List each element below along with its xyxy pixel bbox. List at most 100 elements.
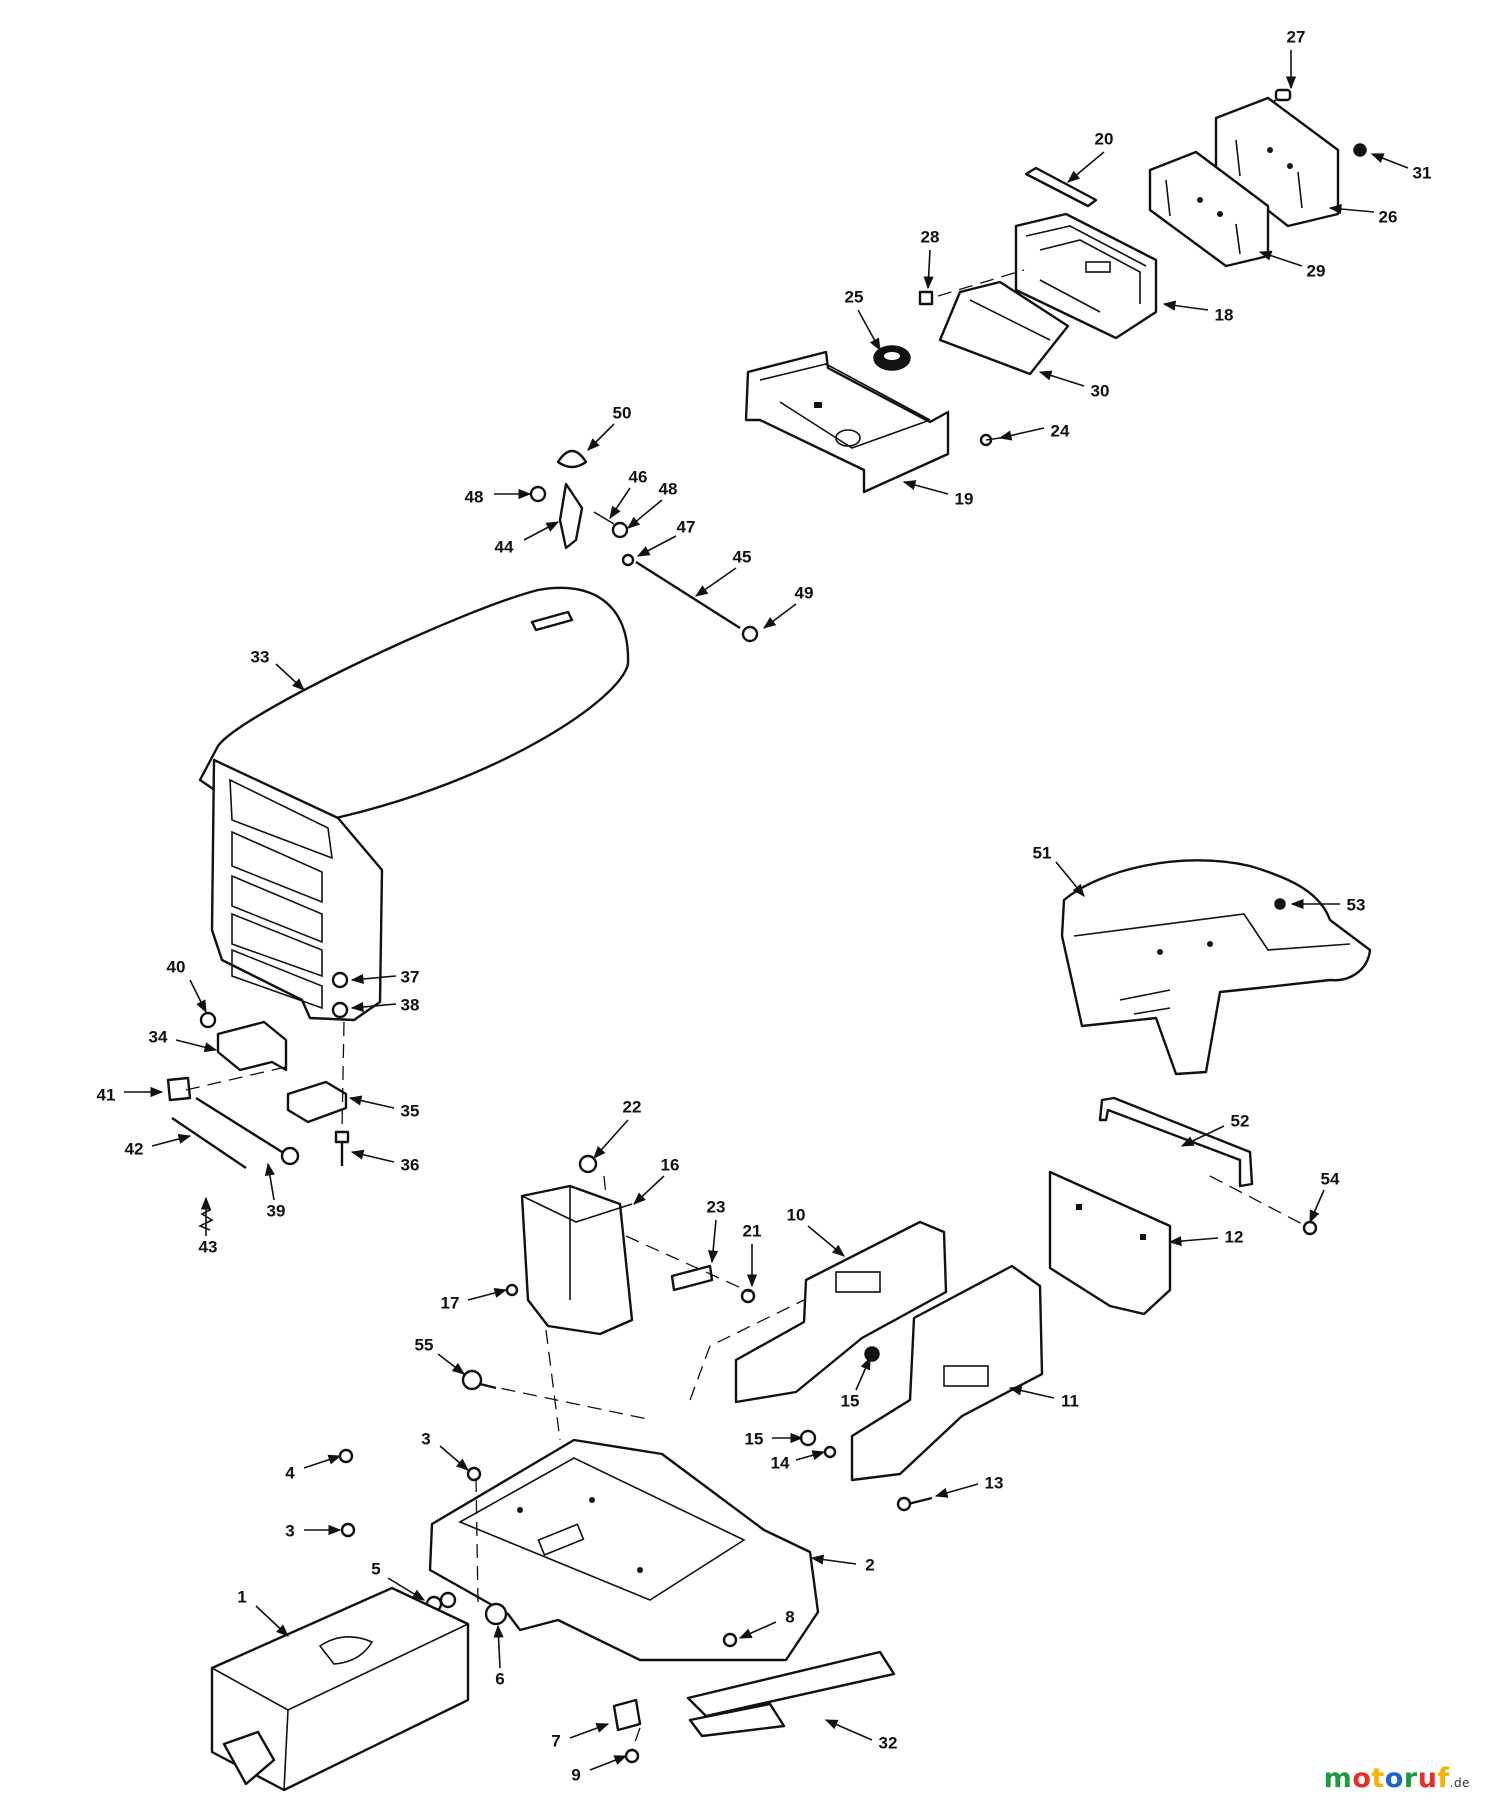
callout-c54: 54	[1309, 1169, 1340, 1224]
callout-number: 3	[421, 1429, 430, 1448]
callout-arrow	[855, 1356, 871, 1391]
callout-arrow	[493, 1624, 504, 1669]
callout-c15a: 15	[841, 1356, 871, 1410]
callout-arrow	[824, 1719, 873, 1741]
callout-arrow	[189, 979, 207, 1014]
part-45-shaft	[635, 560, 741, 630]
callout-c43: 43	[199, 1196, 218, 1256]
callout-c22: 22	[593, 1097, 641, 1159]
callout-number: 24	[1051, 421, 1070, 440]
part-15-nut-b	[799, 1429, 817, 1447]
part-7-clip	[612, 1698, 642, 1732]
callout-arrow	[636, 535, 677, 557]
callout-c30: 30	[1038, 370, 1109, 400]
callout-c1: 1	[237, 1587, 289, 1637]
callout-number: 53	[1347, 895, 1366, 914]
callout-c4: 4	[285, 1454, 342, 1482]
callout-number: 55	[415, 1335, 434, 1354]
callout-number: 49	[795, 583, 814, 602]
callout-number: 3	[285, 1521, 294, 1540]
callout-c3a: 3	[421, 1429, 469, 1471]
motoruf-watermark: motoruf.de	[1324, 1763, 1470, 1794]
callout-c35: 35	[348, 1095, 419, 1120]
callout-arrow	[350, 1149, 395, 1163]
callout-number: 37	[401, 967, 420, 986]
callout-arrow	[902, 480, 949, 495]
callout-arrow	[738, 1621, 777, 1639]
callout-number: 7	[551, 1731, 560, 1750]
callout-arrow	[633, 1175, 665, 1205]
callout-number: 42	[125, 1139, 144, 1158]
callout-number: 28	[921, 227, 940, 246]
part-1-console	[210, 1586, 470, 1792]
callout-c27: 27	[1285, 27, 1305, 90]
part-16-bracket	[520, 1184, 634, 1336]
part-48-collar-a	[529, 485, 547, 503]
callout-arrow	[923, 249, 934, 290]
callout-number: 15	[745, 1429, 764, 1448]
callout-c21: 21	[743, 1221, 761, 1288]
callout-arrow	[1370, 153, 1409, 169]
callout-number: 48	[465, 487, 484, 506]
watermark-letter: o	[1384, 1763, 1404, 1794]
callout-arrow	[467, 1287, 508, 1301]
callout-c46: 46	[609, 467, 648, 520]
callout-number: 26	[1379, 207, 1398, 226]
callout-c20: 20	[1067, 129, 1113, 183]
part-54-screw	[1302, 1220, 1318, 1236]
callout-number: 47	[677, 517, 696, 536]
callout-number: 8	[785, 1607, 794, 1626]
part-4-bolt	[338, 1448, 354, 1464]
callout-number: 38	[401, 995, 420, 1014]
part-17-screw	[505, 1283, 519, 1297]
callout-c15b: 15	[745, 1429, 804, 1448]
callout-c9: 9	[571, 1755, 628, 1784]
part-40-nut	[199, 1011, 217, 1029]
callout-c34: 34	[149, 1027, 218, 1053]
callout-c2: 2	[810, 1554, 875, 1574]
callout-number: 48	[659, 479, 678, 498]
callout-arrow	[807, 1225, 845, 1257]
callout-number: 45	[733, 547, 752, 566]
callout-number: 4	[285, 1463, 295, 1482]
part-47-washer	[621, 553, 635, 567]
callout-number: 36	[401, 1155, 420, 1174]
watermark-letter: t	[1371, 1763, 1385, 1794]
part-41-bushing	[166, 1076, 192, 1102]
callout-arrow	[857, 309, 881, 352]
callout-c51: 51	[1033, 843, 1085, 897]
callout-number: 2	[865, 1555, 874, 1574]
callout-arrow	[707, 1219, 719, 1264]
callout-number: 32	[879, 1733, 898, 1752]
callout-arrow	[1309, 1189, 1325, 1224]
callout-arrow	[523, 521, 560, 541]
part-10-side-plate	[734, 1220, 948, 1404]
watermark-suffix: .de	[1449, 1776, 1470, 1790]
callout-arrow	[627, 499, 663, 529]
callout-arrow	[1162, 300, 1209, 311]
callout-c6: 6	[493, 1624, 505, 1688]
part-15-nut-a	[864, 1346, 880, 1362]
callout-c14: 14	[771, 1450, 826, 1472]
callout-c49: 49	[762, 583, 814, 629]
callout-c53: 53	[1290, 895, 1366, 914]
callout-c17: 17	[441, 1287, 508, 1312]
callout-number: 41	[97, 1085, 116, 1104]
part-50-knob	[556, 449, 588, 469]
callout-c55: 55	[415, 1335, 466, 1375]
part-6-bushing	[484, 1602, 508, 1626]
callout-number: 23	[707, 1197, 726, 1216]
callout-arrow	[350, 1001, 397, 1013]
callout-arrow	[795, 1450, 826, 1461]
part-32-pad	[686, 1650, 896, 1718]
callout-number: 52	[1231, 1111, 1250, 1130]
callout-c13: 13	[934, 1473, 1003, 1498]
part-36-bolt	[334, 1130, 350, 1166]
watermark-letter: r	[1403, 1763, 1418, 1794]
watermark-brand: motoruf	[1324, 1763, 1450, 1794]
callout-number: 46	[629, 467, 648, 486]
callout-number: 43	[199, 1237, 218, 1256]
callout-number: 44	[495, 537, 514, 556]
part-8-bolt	[722, 1632, 738, 1648]
callout-arrow	[762, 603, 797, 629]
